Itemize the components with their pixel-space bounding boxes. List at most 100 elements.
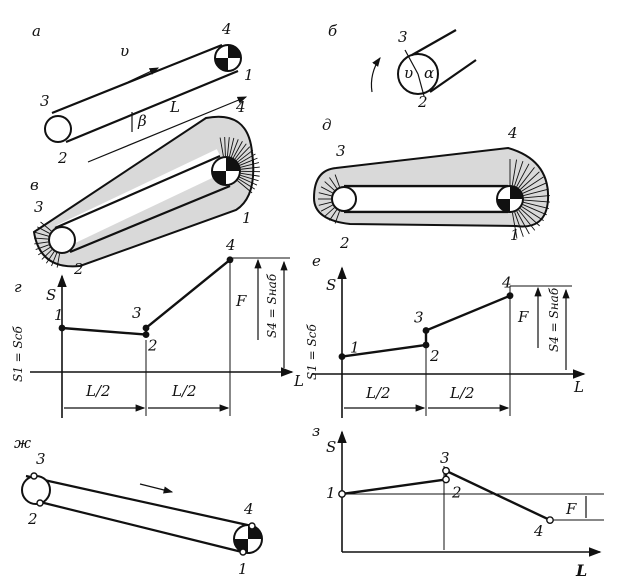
panel-v: в 3 2 1 — [30, 115, 261, 278]
hatch-line — [523, 195, 550, 199]
panel-b: б 3 2 υ α — [328, 22, 477, 111]
panel-zh-label: ж — [14, 434, 31, 452]
point-2-marker — [142, 331, 150, 338]
hatch-line — [45, 251, 55, 264]
point-3-marker — [142, 324, 150, 332]
panel-d-label: д — [322, 116, 332, 134]
point-4-label: 4 — [225, 236, 236, 254]
point-3-label: 3 — [414, 309, 424, 327]
tension-line — [61, 258, 231, 336]
point-3-v: 3 — [34, 198, 44, 216]
point-4-label: 4 — [501, 274, 512, 292]
hatch-line — [511, 159, 518, 186]
length-dim-line — [87, 96, 248, 163]
hatch-line — [521, 176, 544, 192]
point-2-a: 2 — [57, 149, 68, 167]
point-2-marker — [442, 475, 450, 484]
point-4-a-dim: 4 — [235, 98, 246, 116]
marker-1-zh — [239, 548, 247, 556]
hatch-line — [238, 153, 256, 164]
hatch-line — [516, 163, 530, 187]
hatch-line — [523, 199, 550, 203]
hatch-line — [224, 137, 226, 157]
panel-v-label: в — [30, 176, 39, 194]
hatch-line — [240, 162, 260, 168]
panel-zh: ж 3 2 4 1 — [14, 434, 263, 578]
panel-g-label: г — [14, 278, 22, 296]
hatch-line — [518, 167, 535, 189]
chart-e-xlabel: L — [573, 378, 584, 396]
hatch-line — [239, 176, 258, 186]
point-1-label: 1 — [350, 339, 360, 357]
hatch-line — [334, 174, 340, 187]
point-4-label: 4 — [533, 522, 544, 540]
chart-z-f-label: F — [565, 500, 577, 518]
hatch-line — [324, 181, 335, 191]
chart-z-xlabel: L — [575, 561, 587, 580]
hatch-line — [522, 204, 547, 216]
hatch-line — [34, 231, 49, 237]
hatch-line — [237, 180, 253, 194]
point-4-d: 4 — [507, 124, 518, 142]
hatch-line — [219, 137, 224, 157]
chart-g-ylabel: S — [46, 286, 56, 304]
chart-e-ylabel: S — [326, 276, 336, 294]
hatch-line — [521, 206, 544, 222]
point-2-label: 2 — [147, 337, 158, 355]
point-1-a: 1 — [244, 66, 254, 84]
beta-symbol: β — [137, 112, 147, 130]
hatch-line — [236, 146, 251, 161]
alpha-symbol: α — [424, 64, 434, 82]
chart-g-s1-label: S1 = Sсб — [11, 326, 25, 382]
panel-z-label: з — [312, 422, 320, 440]
hatch-line — [41, 249, 53, 260]
chart-e-s4-label: S4 = Sнаб — [547, 287, 561, 352]
hatch-line — [520, 208, 540, 227]
chart-z-ylabel: S — [326, 438, 336, 456]
chart-g-xlabel: L — [293, 372, 304, 390]
marker-2-zh — [36, 499, 44, 507]
panel-d: д 3 2 4 1 — [312, 116, 550, 252]
hatch-line — [239, 157, 258, 166]
hatch-line — [320, 186, 333, 194]
pulley-zh-small — [21, 475, 51, 505]
hatch-line — [230, 139, 239, 158]
hatch-line — [34, 241, 49, 245]
panel-b-label: б — [328, 22, 338, 40]
hatch-line — [334, 211, 340, 224]
hatch-line — [234, 143, 247, 160]
point-1-zh: 1 — [238, 560, 248, 578]
point-3-label: 3 — [132, 304, 142, 322]
point-1-d: 1 — [510, 226, 520, 244]
hatch-line — [329, 209, 338, 221]
point-3-d: 3 — [336, 142, 346, 160]
velocity-b-symbol: υ — [404, 64, 413, 82]
pulley-d-small — [331, 186, 357, 212]
hatch-line — [519, 171, 540, 190]
marker-4-zh — [248, 522, 256, 530]
belt-zh-lower — [39, 500, 243, 554]
hatch-line — [320, 204, 333, 212]
chart-g-half1-label: L/2 — [85, 382, 111, 400]
point-1-label: 1 — [54, 306, 64, 324]
velocity-arrow — [127, 67, 160, 83]
point-3-b: 3 — [398, 28, 408, 46]
hatch-line — [38, 247, 51, 256]
hatch-line — [318, 201, 332, 206]
point-3-a: 3 — [40, 92, 50, 110]
marker-3-zh — [30, 472, 38, 480]
chart-e-s1-label: S1 = Sсб — [305, 324, 319, 380]
belt-v-lower — [69, 184, 231, 254]
point-1-v: 1 — [242, 209, 252, 227]
hatch-line — [35, 244, 49, 250]
point-3-zh: 3 — [36, 450, 46, 468]
hatch-line — [511, 212, 518, 239]
point-4-marker — [546, 516, 554, 524]
angle-ray-1 — [404, 49, 419, 75]
velocity-symbol: υ — [120, 42, 129, 60]
belt-b-upper — [411, 29, 457, 56]
